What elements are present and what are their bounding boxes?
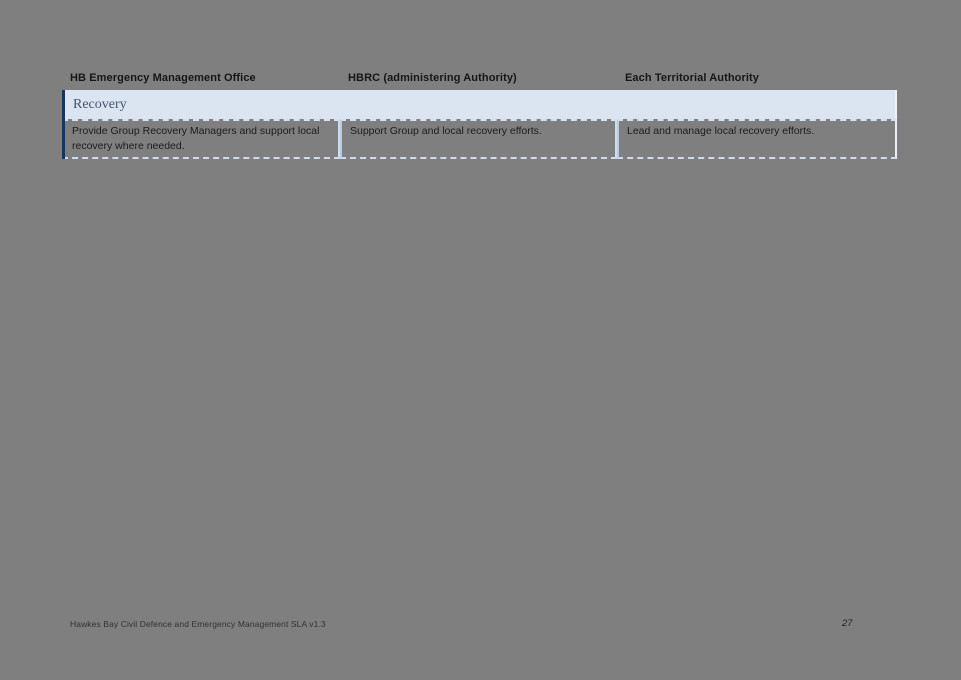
table-row: Provide Group Recovery Managers and supp…	[62, 119, 897, 159]
responsibilities-table: HB Emergency Management Office HBRC (adm…	[62, 63, 897, 159]
cell-hb-emergency-management-office: Provide Group Recovery Managers and supp…	[62, 119, 340, 159]
column-header-hb-emergency-management-office: HB Emergency Management Office	[70, 72, 256, 84]
cell-hbrc-administering-authority: Support Group and local recovery efforts…	[340, 119, 617, 159]
table-header-row: HB Emergency Management Office HBRC (adm…	[62, 63, 897, 90]
cell-each-territorial-authority: Lead and manage local recovery efforts.	[617, 119, 897, 159]
section-row-recovery: Recovery	[62, 90, 897, 119]
footer-page-number: 27	[842, 618, 853, 629]
column-header-hbrc-administering-authority: HBRC (administering Authority)	[348, 72, 517, 84]
table-body: Recovery Provide Group Recovery Managers…	[62, 90, 897, 159]
left-accent-bar	[62, 90, 65, 159]
column-header-each-territorial-authority: Each Territorial Authority	[625, 72, 760, 84]
section-title: Recovery	[73, 96, 127, 112]
footer-document-title: Hawkes Bay Civil Defence and Emergency M…	[70, 619, 326, 629]
